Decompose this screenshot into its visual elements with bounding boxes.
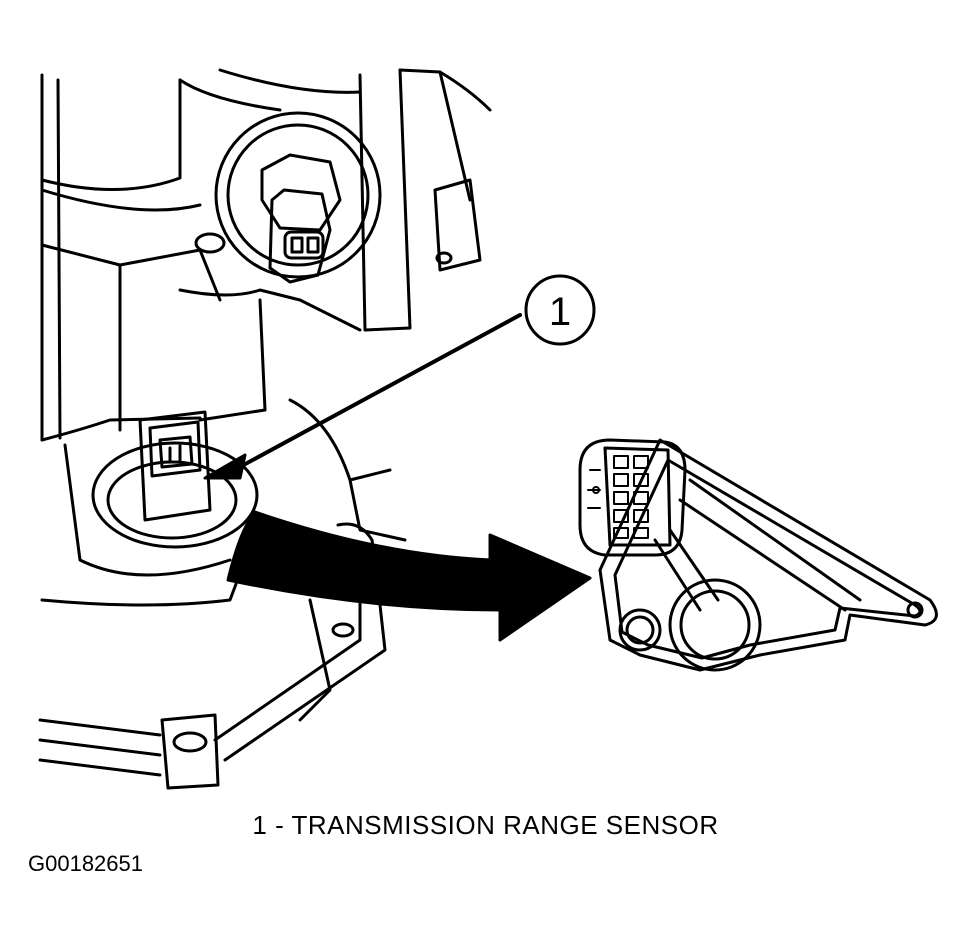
figure-id: G00182651 xyxy=(28,851,143,876)
transmission-housing xyxy=(38,68,492,790)
removed-sensor xyxy=(578,438,938,672)
range-sensor-connector xyxy=(91,410,259,549)
callout-number-1: 1 xyxy=(549,290,571,334)
removal-arrow xyxy=(226,510,592,642)
figure-caption: 1 - TRANSMISSION RANGE SENSOR xyxy=(252,810,719,840)
upper-connector xyxy=(214,111,382,284)
callout-leader xyxy=(203,313,522,480)
callout-circle-1: 1 xyxy=(524,274,596,346)
